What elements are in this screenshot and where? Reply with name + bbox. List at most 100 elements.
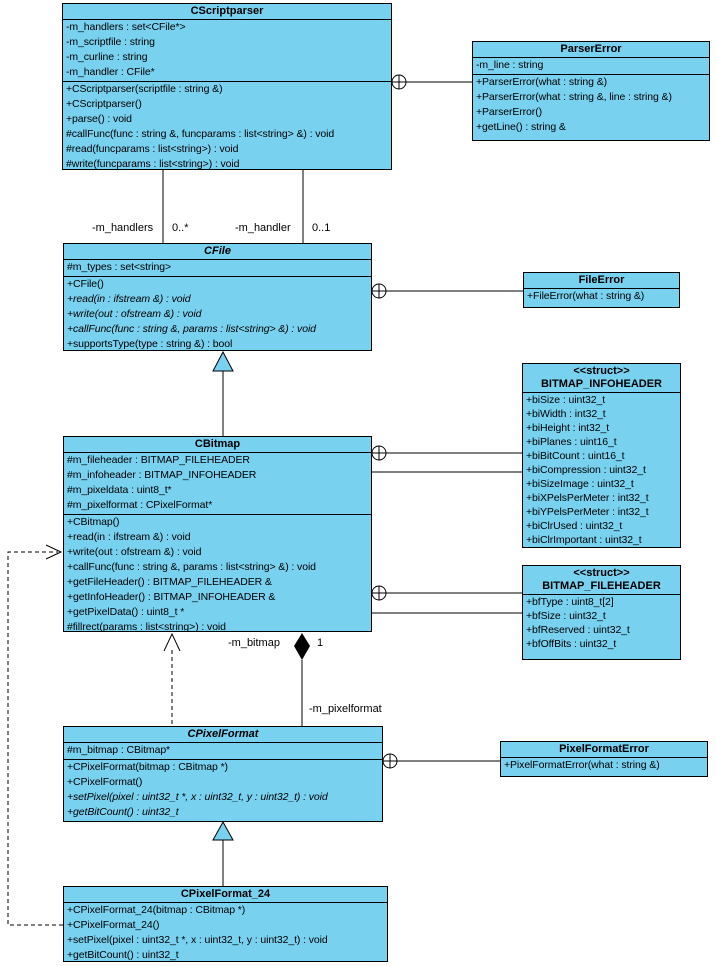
member-row: +read(in : ifstream &) : void (67, 531, 191, 543)
member-row: +FileError(what : string &) (527, 290, 645, 302)
class-header: <<struct>> BITMAP_INFOHEADER (523, 364, 680, 393)
anchor-cfile-fileerror[interactable] (371, 283, 523, 299)
member-row: -m_line : string (476, 59, 544, 71)
member-row: +setPixel(pixel : uint32_t *, x : uint32… (67, 934, 328, 946)
member-row: +biWidth : int32_t (526, 408, 606, 420)
class-title: FileError (524, 273, 679, 289)
member-row: +ParserError(what : string &, line : str… (476, 91, 672, 103)
methods-section: +CFile() +read(in : ifstream &) : void +wr… (64, 277, 371, 352)
generalization-cpixelformat24-cpixelformat[interactable] (212, 820, 234, 886)
class-title: PixelFormatError (501, 742, 707, 758)
attributes-section: -m_line : string (473, 58, 709, 75)
class-title: CFile (64, 244, 371, 260)
member-row: +ParserError() (476, 106, 542, 118)
stereotype-label: <<struct>> (573, 365, 630, 377)
composition-diamond-icon (294, 633, 310, 660)
containment-anchor-icon (382, 753, 398, 769)
member-row: +biSize : uint32_t (526, 394, 606, 406)
class-title: ParserError (473, 42, 709, 58)
anchor-cscriptparser-parsererror[interactable] (391, 74, 472, 90)
member-row: +bfType : uint8_t[2] (526, 596, 614, 608)
methods-section: +CScriptparser(scriptfile : string &)+CS… (63, 82, 391, 172)
class-box-parsererror[interactable]: ParserError -m_line : string +ParserErro… (472, 41, 710, 141)
class-box-bitmap-fileheader[interactable]: <<struct>> BITMAP_FILEHEADER +bfType : u… (522, 565, 681, 660)
member-row: -m_handlers : set<CFile*> (66, 21, 186, 33)
member-row: #m_infoheader : BITMAP_INFOHEADER (67, 469, 257, 481)
member-row: +CBitmap() (67, 516, 120, 528)
class-box-fileerror[interactable]: FileError +FileError(what : string &) (523, 272, 680, 308)
member-row: +getPixelData() : uint8_t * (67, 606, 185, 618)
class-box-cpixelformat-24[interactable]: CPixelFormat_24 +CPixelFormat_24(bitmap … (63, 886, 388, 962)
class-title: CScriptparser (63, 4, 391, 20)
class-title: BITMAP_FILEHEADER (542, 580, 661, 592)
dependency-cpixelformat-cbitmap[interactable] (163, 632, 181, 726)
containment-anchor-icon (371, 585, 387, 601)
generalization-arrow-icon (212, 350, 234, 372)
methods-section: +FileError(what : string &) (524, 289, 679, 304)
containment-anchor-icon (371, 445, 387, 461)
member-row: +callFunc(func : string &, params : list… (67, 323, 316, 335)
methods-section: +CPixelFormat(bitmap : CBitmap *) +CPixel… (64, 760, 382, 820)
member-row: +getBitCount() : uint32_t (67, 806, 179, 818)
member-row: +write(out : ofstream &) : void (67, 308, 202, 320)
role-label-m-handlers: -m_handlers (92, 222, 154, 234)
class-box-cfile[interactable]: CFile #m_types : set<string> +CFile() +re… (63, 243, 372, 351)
class-header: <<struct>> BITMAP_FILEHEADER (523, 566, 680, 595)
dependency-cpixelformat24-cbitmap[interactable] (7, 544, 63, 926)
attributes-section: #m_bitmap : CBitmap* (64, 743, 382, 760)
member-row: +biSizeImage : uint32_t (526, 478, 634, 490)
member-row: +PixelFormatError(what : string &) (504, 759, 660, 771)
member-row: #m_pixeldata : uint8_t* (67, 484, 172, 496)
member-row: +write(out : ofstream &) : void (67, 546, 202, 558)
member-row: +bfSize : uint32_t (526, 610, 606, 622)
member-row: +parse() : void (66, 113, 132, 125)
containment-anchor-icon (371, 283, 387, 299)
anchor-cbitmap-infoheader[interactable] (371, 445, 522, 461)
member-row: #m_pixelformat : CPixelFormat* (67, 499, 213, 511)
generalization-arrow-icon (212, 820, 234, 841)
generalization-cbitmap-cfile[interactable] (212, 350, 234, 436)
member-row: +CFile() (67, 278, 104, 290)
class-box-bitmap-infoheader[interactable]: <<struct>> BITMAP_INFOHEADER +biSize : u… (522, 363, 681, 548)
attributes-section: +bfType : uint8_t[2] +bfSize : uint32_t +b… (523, 595, 680, 651)
class-box-pixelformaterror[interactable]: PixelFormatError +PixelFormatError(what … (500, 741, 708, 777)
class-title: BITMAP_INFOHEADER (540, 378, 662, 390)
member-row: +biBitCount : uint16_t (526, 450, 625, 462)
member-row: +CPixelFormat_24(bitmap : CBitmap *) (67, 904, 246, 916)
attributes-section: -m_handlers : set<CFile*> -m_scriptfile :… (63, 20, 391, 82)
member-row: #m_fileheader : BITMAP_FILEHEADER (67, 454, 250, 466)
member-row: +biXPelsPerMeter : int32_t (526, 492, 649, 504)
composition-cbitmap-cpixelformat[interactable] (294, 633, 310, 726)
dependency-arrow-icon (163, 632, 181, 652)
member-row: +CPixelFormat(bitmap : CBitmap *) (67, 761, 228, 773)
member-row: #fillrect(params : list<string>) : void (67, 621, 226, 633)
member-row: +bfReserved : uint32_t (526, 624, 630, 636)
attributes-section: #m_fileheader : BITMAP_FILEHEADER #m_info… (64, 453, 371, 515)
member-row: +CPixelFormat() (67, 776, 143, 788)
multiplicity-label-0-star: 0..* (172, 222, 189, 234)
member-row: +read(in : ifstream &) : void (67, 293, 191, 305)
member-row: +ParserError(what : string &) (476, 76, 608, 88)
member-row: +biPlanes : uint16_t (526, 436, 617, 448)
member-row: +biClrImportant : uint32_t (526, 534, 642, 546)
anchor-cbitmap-fileheader[interactable] (371, 585, 522, 601)
role-label-m-bitmap: -m_bitmap (228, 637, 280, 649)
role-label-m-pixelformat: -m_pixelformat (309, 703, 382, 715)
containment-anchor-icon (391, 74, 407, 90)
member-row: +getBitCount() : uint32_t (67, 949, 179, 961)
class-box-cscriptparser[interactable]: CScriptparser -m_handlers : set<CFile*>-… (62, 3, 392, 170)
class-box-cpixelformat[interactable]: CPixelFormat #m_bitmap : CBitmap* +CPixe… (63, 726, 383, 822)
dependency-arrow-icon (45, 544, 63, 560)
attributes-section: +biSize : uint32_t+biWidth : int32_t+biH… (523, 393, 680, 547)
methods-section: +PixelFormatError(what : string &) (501, 758, 707, 773)
member-row: #m_bitmap : CBitmap* (67, 744, 171, 756)
member-row: -m_scriptfile : string (66, 36, 155, 48)
role-label-m-handler: -m_handler (235, 222, 291, 234)
member-row: #write(funcparams : list<string>) : void (66, 158, 240, 170)
attributes-section: #m_types : set<string> (64, 260, 371, 277)
member-row: -m_handler : CFile* (66, 66, 155, 78)
class-box-cbitmap[interactable]: CBitmap #m_fileheader : BITMAP_FILEHEADE… (63, 436, 372, 633)
member-row: +CScriptparser(scriptfile : string &) (66, 83, 223, 95)
anchor-cpixelformat-pixelformaterror[interactable] (382, 753, 500, 769)
